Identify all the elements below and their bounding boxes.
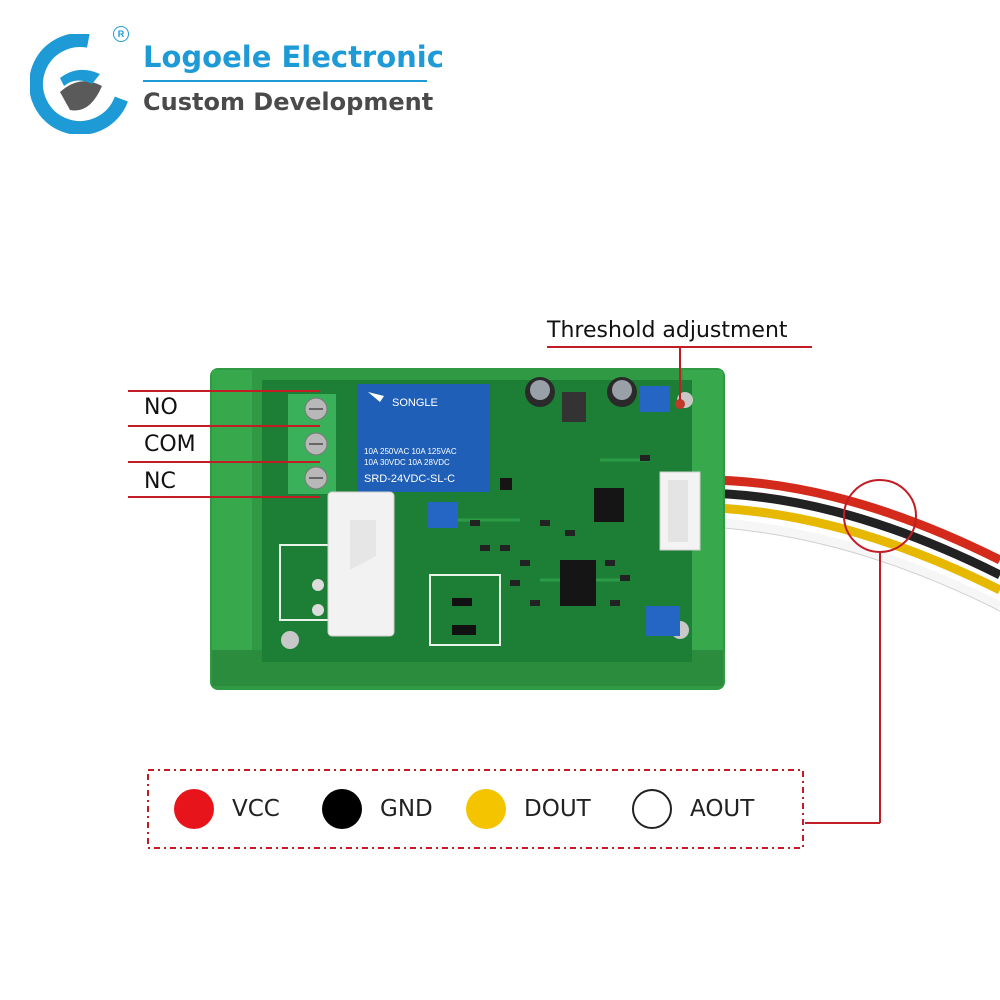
wire-connector [659,471,701,551]
legend-label: DOUT [524,796,591,822]
brand-divider [143,80,427,82]
potentiometers [428,386,685,636]
brand-tagline: Custom Development [143,88,434,116]
signal-wires [689,475,1000,612]
brand-name: Logoele Electronic [143,40,444,74]
threshold-label: Threshold adjustment [547,318,788,343]
yellow-dot-icon [466,789,506,829]
legend-item-aout: AOUT [632,789,754,829]
legend-label: AOUT [690,796,755,822]
legend-label: VCC [232,796,280,822]
logo-mark-icon [29,33,131,135]
relay-ratings-2: 10A 30VDC 10A 28VDC [364,458,450,467]
terminal-com-label: COM [144,432,196,457]
terminal-nc-label: NC [144,469,176,494]
legend-item-gnd: GND [322,789,433,829]
capacitors [525,377,637,407]
legend-item-vcc: VCC [174,789,280,829]
callout-lines [128,346,917,824]
wire-color-legend: VCC GND DOUT AOUT [148,770,803,848]
legend-frame [147,769,804,849]
current-sensor [327,491,395,637]
terminal-no-label: NO [144,395,178,420]
relay-ratings-1: 10A 250VAC 10A 125VAC [364,447,457,456]
relay-brand: SONGLE [392,397,438,409]
legend-item-dout: DOUT [466,789,591,829]
smd-components [470,455,650,606]
white-dot-icon [632,789,672,829]
relay: SONGLE 10A 250VAC 10A 125VAC 10A 30VDC 1… [358,384,490,492]
legend-label: GND [380,796,433,822]
red-dot-icon [174,789,214,829]
brand-logo [29,33,131,135]
screw-terminal-block [288,394,336,494]
ic-chips [500,392,624,606]
black-dot-icon [322,789,362,829]
registered-mark: R [113,26,129,42]
relay-model: SRD-24VDC-SL-C [364,473,455,485]
